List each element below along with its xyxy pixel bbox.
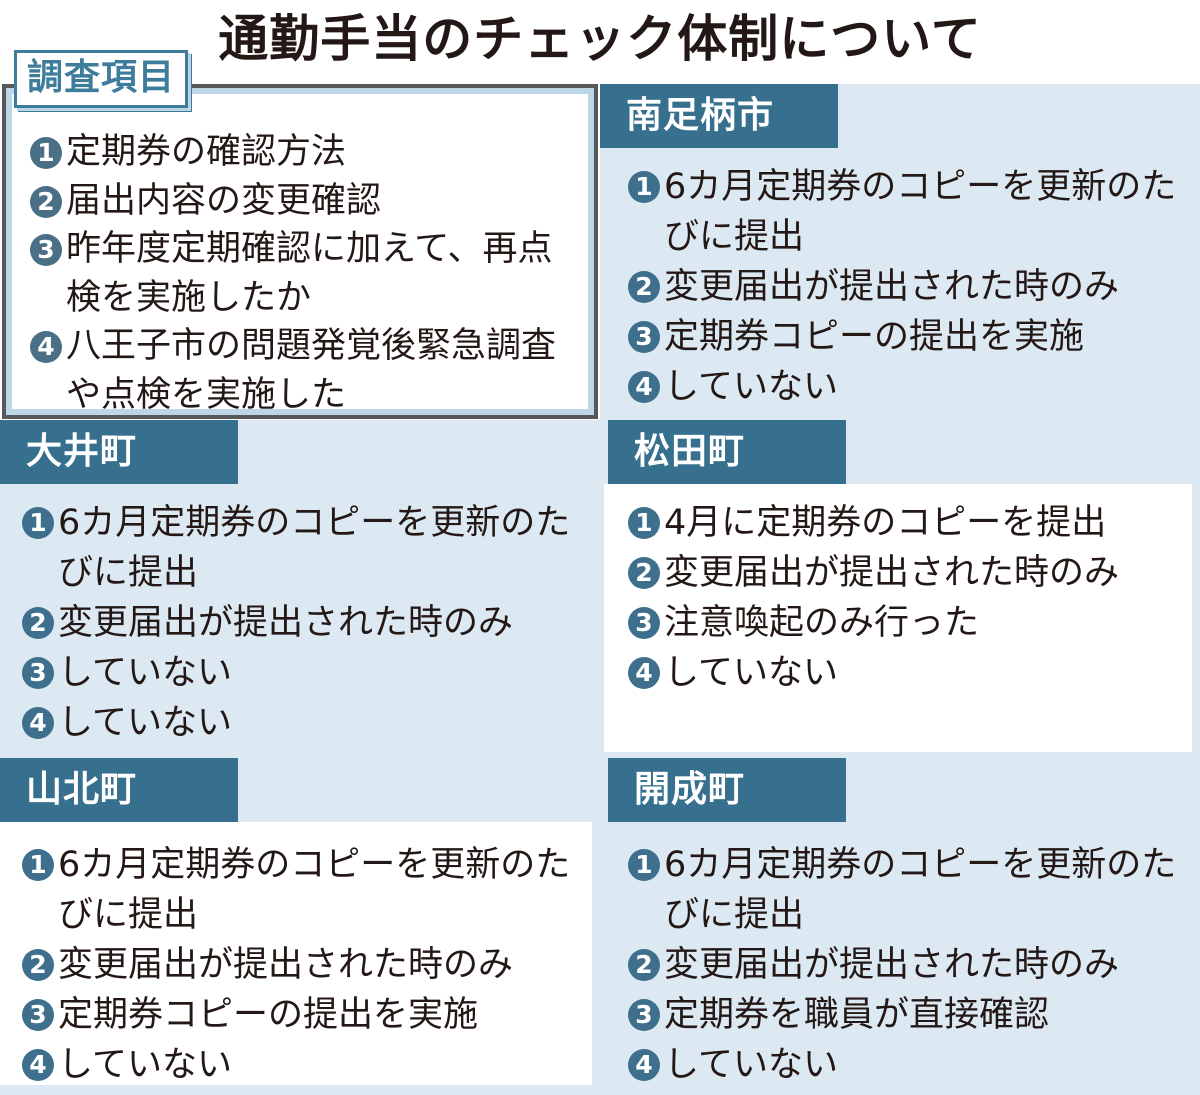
number-2-icon: 2 (22, 949, 54, 981)
answer-text: していない (58, 703, 232, 743)
answer-text: 変更届出が提出された時のみ (664, 553, 1120, 593)
municipality-name: 山北町 (0, 758, 238, 822)
answer-text: 変更届出が提出された時のみ (58, 945, 514, 985)
answer-text: 変更届出が提出された時のみ (58, 603, 514, 643)
number-1-icon: 1 (628, 507, 660, 539)
number-1-icon: 1 (22, 849, 54, 881)
card-body-white (0, 822, 592, 1085)
answer-text: 定期券を職員が直接確認 (664, 995, 1050, 1035)
number-3-icon: 3 (22, 999, 54, 1031)
number-1-icon: 1 (30, 137, 62, 169)
answer-text: していない (58, 653, 232, 693)
number-3-icon: 3 (628, 321, 660, 353)
number-3-icon: 3 (628, 999, 660, 1031)
number-4-icon: 4 (22, 1049, 54, 1081)
legend-item: 2 届出内容の変更確認 (30, 177, 582, 226)
number-1-icon: 1 (628, 171, 660, 203)
municipality-name: 南足柄市 (600, 84, 838, 148)
legend-item-text: 昨年度定期確認に加えて、再点検を実施したか (66, 229, 553, 318)
answer-text: 6カ月定期券のコピーを更新のたびに提出 (664, 167, 1177, 257)
legend-item-text: 八王子市の問題発覚後緊急調査や点検を実施した (66, 326, 557, 415)
number-4-icon: 4 (628, 657, 660, 689)
answer-text: していない (58, 1045, 232, 1085)
answer-text: していない (664, 367, 838, 407)
answer-text: していない (664, 1045, 838, 1085)
answer-text: 注意喚起のみ行った (664, 603, 980, 643)
number-2-icon: 2 (628, 557, 660, 589)
answer-text: 6カ月定期券のコピーを更新のたびに提出 (58, 503, 571, 593)
legend-item: 3 昨年度定期確認に加えて、再点検を実施したか (30, 225, 582, 322)
municipality-name: 開成町 (608, 758, 846, 822)
municipality-name: 大井町 (0, 420, 238, 484)
answer-text: 変更届出が提出された時のみ (664, 945, 1120, 985)
legend-item: 4 八王子市の問題発覚後緊急調査や点検を実施した (30, 322, 582, 419)
number-3-icon: 3 (30, 234, 62, 266)
infographic-title: 通勤手当のチェック体制について (218, 10, 982, 68)
answer-text: 6カ月定期券のコピーを更新のたびに提出 (664, 845, 1177, 935)
number-2-icon: 2 (22, 607, 54, 639)
number-2-icon: 2 (30, 185, 62, 218)
legend-label: 調査項目 (14, 50, 189, 108)
legend-list: 1 定期券の確認方法 2 届出内容の変更確認 3 昨年度定期確認に加えて、再点検… (30, 128, 582, 419)
answer-text: 6カ月定期券のコピーを更新のたびに提出 (58, 845, 571, 935)
number-3-icon: 3 (628, 607, 660, 639)
answer-text: 定期券コピーの提出を実施 (664, 317, 1085, 357)
municipality-name: 松田町 (608, 420, 846, 484)
legend-item-text: 届出内容の変更確認 (66, 180, 382, 221)
legend-item-text: 定期券の確認方法 (66, 132, 347, 172)
answer-text: 4月に定期券のコピーを提出 (664, 503, 1107, 543)
number-2-icon: 2 (628, 949, 660, 981)
number-3-icon: 3 (22, 657, 54, 689)
number-1-icon: 1 (22, 507, 54, 539)
number-4-icon: 4 (628, 1049, 660, 1081)
answer-text: していない (664, 653, 838, 693)
legend-item: 1 定期券の確認方法 (30, 128, 582, 177)
number-2-icon: 2 (628, 271, 660, 303)
legend-box: 1 定期券の確認方法 2 届出内容の変更確認 3 昨年度定期確認に加えて、再点検… (2, 84, 598, 419)
answer-text: 変更届出が提出された時のみ (664, 267, 1120, 307)
number-1-icon: 1 (628, 849, 660, 881)
number-4-icon: 4 (628, 371, 660, 403)
card-body-white (604, 484, 1192, 752)
answer-text: 定期券コピーの提出を実施 (58, 995, 479, 1035)
legend-inner: 1 定期券の確認方法 2 届出内容の変更確認 3 昨年度定期確認に加えて、再点検… (12, 94, 588, 415)
number-4-icon: 4 (30, 331, 62, 363)
number-4-icon: 4 (22, 707, 54, 739)
